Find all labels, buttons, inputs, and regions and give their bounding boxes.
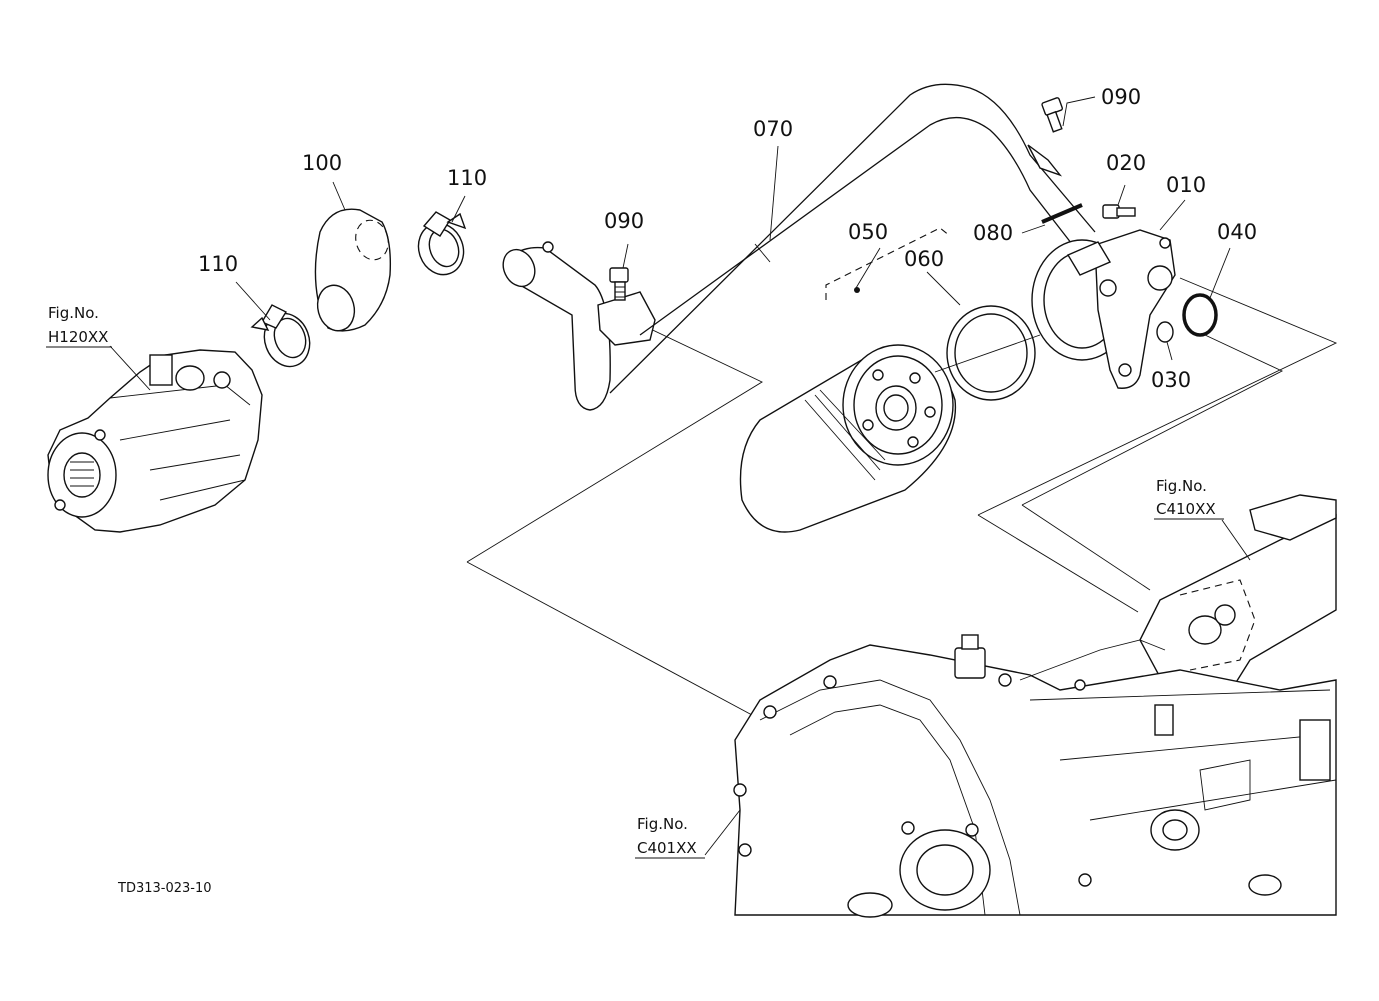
callout-100: 100 (302, 151, 342, 175)
hose-clamp-left (250, 304, 311, 368)
reference-outlines (466, 277, 1338, 716)
callout-040: 040 (1217, 220, 1257, 244)
callout-080: 080 (973, 221, 1013, 245)
gasket-060 (934, 305, 1041, 401)
callout-030: 030 (1151, 368, 1191, 392)
bolt-090-left (609, 267, 629, 301)
ref-c401xx: Fig.No. C401XX (635, 815, 705, 859)
callout-070: 070 (753, 117, 793, 141)
ref-c401xx-prefix: Fig.No. (637, 815, 688, 833)
callout-110-left: 110 (198, 252, 238, 276)
figure-references: Fig.No. H120XX Fig.No. C410XX Fig.No. C4… (46, 304, 1224, 859)
callout-060: 060 (904, 247, 944, 271)
callout-020: 020 (1106, 151, 1146, 175)
filter-head (1031, 229, 1176, 389)
o-ring-040 (1182, 293, 1218, 337)
ref-c401xx-id: C401XX (637, 839, 697, 857)
ref-h120xx-id: H120XX (48, 328, 108, 346)
o-ring-080 (1041, 203, 1083, 224)
transmission-housing (733, 634, 1337, 918)
callout-090-right: 090 (1101, 85, 1141, 109)
o-ring-030 (1156, 321, 1174, 343)
callout-050: 050 (848, 220, 888, 244)
bolt-090-right (1041, 97, 1063, 133)
callout-labels: 090 070 020 010 100 110 090 050 080 040 … (198, 85, 1257, 392)
oil-filter (739, 227, 957, 533)
ref-h120xx: Fig.No. H120XX (46, 304, 112, 348)
callout-010: 010 (1166, 173, 1206, 197)
hose-clamp-upper (417, 211, 467, 276)
pipe-with-bracket (502, 241, 656, 411)
leader-lines (109, 96, 1251, 856)
ref-c410xx-id: C410XX (1156, 500, 1216, 518)
ref-c410xx: Fig.No. C410XX (1154, 477, 1224, 520)
long-pipe-070 (609, 83, 1096, 394)
hydraulic-pump (47, 349, 263, 533)
ref-c410xx-prefix: Fig.No. (1156, 477, 1207, 495)
ref-h120xx-prefix: Fig.No. (48, 304, 99, 322)
bolt-020 (1102, 204, 1136, 219)
diagram-code: TD313-023-10 (117, 881, 212, 896)
callout-090-left: 090 (604, 209, 644, 233)
rubber-hose (314, 208, 392, 332)
callout-110-upper: 110 (447, 166, 487, 190)
